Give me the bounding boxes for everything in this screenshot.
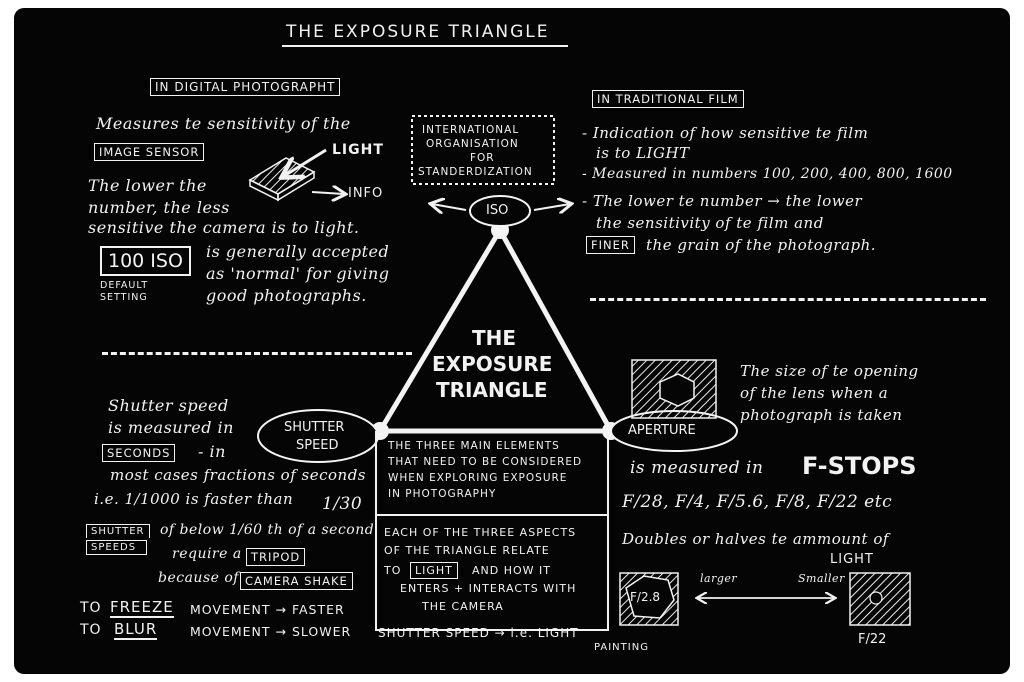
film-heading: IN TRADITIONAL FILM <box>592 90 744 108</box>
center-title-line1: THE <box>472 326 517 350</box>
middle-text-6: OF THE TRIANGLE RELATE <box>384 544 550 557</box>
f22-icon <box>849 572 911 626</box>
middle-text-4: IN PHOTOGRAPHY <box>388 488 497 500</box>
shutter-speed-end: SHUTTER SPEED → i.e. LIGHT <box>378 626 579 640</box>
light-painting: PAINTING <box>594 642 649 653</box>
iso-org-line4: STANDERDIZATION <box>418 166 533 178</box>
shutter-text-5b: 1/30 <box>322 494 363 514</box>
digital-accepted-1: is generally accepted <box>206 242 390 261</box>
default-setting-1: DEFAULT <box>100 280 149 291</box>
aperture-light: LIGHT <box>830 552 874 567</box>
shutter-speeds-box-1: SHUTTER <box>86 524 150 538</box>
shutter-text-1: Shutter speed <box>108 396 229 415</box>
middle-light-box: LIGHT <box>410 562 458 579</box>
iso-org-line1: INTERNATIONAL <box>422 124 520 136</box>
film-bullet3-2: the sensitivity of te film and <box>596 214 824 232</box>
middle-text-7b: AND HOW IT <box>472 564 551 577</box>
middle-text-8: ENTERS + INTERACTS WITH <box>400 582 577 595</box>
shutter-text-5: i.e. 1/1000 is faster than <box>94 490 294 508</box>
film-bullet2: - Measured in numbers 100, 200, 400, 800… <box>582 166 953 182</box>
f28-label: F/2.8 <box>630 590 661 604</box>
smaller-label: Smaller <box>798 572 845 585</box>
freeze-to: TO <box>80 600 102 616</box>
freeze-movement: MOVEMENT → FASTER <box>190 602 345 617</box>
shutter-speeds-box-2: SPEEDS <box>86 540 148 555</box>
iso-org-box <box>411 115 555 185</box>
iso-ellipse <box>469 195 531 227</box>
fstop-values: F/28, F/4, F/5.6, F/8, F/22 etc <box>622 492 893 512</box>
chalkboard: THE EXPOSURE TRIANGLE THE EXPOSURE TRIAN… <box>14 8 1010 674</box>
aperture-hatch-icon <box>631 359 717 419</box>
shutter-ellipse <box>257 409 379 463</box>
middle-text-9: THE CAMERA <box>422 600 504 613</box>
middle-text-3: WHEN EXPLORING EXPOSURE <box>388 472 568 484</box>
light-arrow <box>284 148 327 176</box>
blur-movement: MOVEMENT → SLOWER <box>190 624 352 639</box>
blur-word: BLUR <box>114 620 158 640</box>
middle-info-box <box>375 431 609 631</box>
image-sensor-box: IMAGE SENSOR <box>94 143 205 161</box>
iso-arrow-left <box>432 204 467 210</box>
middle-text-1: THE THREE MAIN ELEMENTS <box>388 440 560 452</box>
camera-shake-box: CAMERA SHAKE <box>240 572 353 590</box>
iso-arrow-right <box>533 204 570 210</box>
center-title-line2: EXPOSURE <box>432 352 553 376</box>
iso-org-line2: ORGANISATION <box>426 138 519 150</box>
middle-text-7a: TO <box>384 564 402 577</box>
iso-org-line3: FOR <box>470 152 495 164</box>
shutter-text-2: is measured in <box>108 418 234 437</box>
shutter-below-2: require a <box>172 546 242 562</box>
aperture-doubles: Doubles or halves te ammount of <box>622 530 889 548</box>
digital-heading: IN DIGITAL PHOTOGRAPHT <box>150 78 341 96</box>
digital-accepted-3: good photographs. <box>206 286 367 305</box>
iso-label: ISO <box>486 203 509 218</box>
f28-icon <box>619 572 679 626</box>
info-arrow <box>311 192 344 194</box>
freeze-word: FREEZE <box>110 598 174 618</box>
aperture-measured: is measured in <box>630 458 764 478</box>
digital-lower-3: sensitive the camera is to light. <box>88 218 360 237</box>
middle-text-5: EACH OF THE THREE ASPECTS <box>384 526 577 539</box>
shutter-text-4: most cases fractions of seconds <box>110 466 366 484</box>
digital-lower-1: The lower the <box>88 176 207 195</box>
aperture-text-1: The size of te opening <box>740 362 919 380</box>
digital-accepted-2: as 'normal' for giving <box>206 264 390 283</box>
aperture-text-3: photograph is taken <box>740 406 903 424</box>
film-bullet1-2: is to LIGHT <box>596 144 690 162</box>
middle-text-2: THAT NEED TO BE CONSIDERED <box>388 456 583 468</box>
film-bullet1-1: - Indication of how sensitive te film <box>582 124 869 142</box>
film-bullet3-1: - The lower te number → the lower <box>582 192 863 210</box>
f22-label: F/22 <box>858 632 887 647</box>
tripod-box: TRIPOD <box>246 548 306 566</box>
shutter-label-line2: SPEED <box>296 438 339 453</box>
seconds-box: SECONDS <box>102 444 176 462</box>
shutter-below-1: of below 1/60 th of a second <box>160 522 375 538</box>
aperture-text-2: of the lens when a <box>740 384 889 402</box>
because-of: because of <box>158 570 239 586</box>
digital-measures: Measures te sensitivity of the <box>96 114 351 133</box>
diagram-svg <box>248 45 911 631</box>
blur-to: TO <box>80 622 102 638</box>
default-iso-box: 100 ISO <box>100 246 191 276</box>
shutter-text-3: - in <box>198 442 226 461</box>
page-title: THE EXPOSURE TRIANGLE <box>286 22 550 42</box>
default-setting-2: SETTING <box>100 292 148 303</box>
center-title-line3: TRIANGLE <box>436 378 548 402</box>
aperture-label: APERTURE <box>628 423 696 438</box>
info-label: INFO <box>348 186 384 201</box>
shutter-label-line1: SHUTTER <box>284 420 345 435</box>
larger-label: larger <box>700 572 738 585</box>
fstops-label: F-STOPS <box>802 452 917 480</box>
finer-box: FINER <box>586 236 635 254</box>
light-label: LIGHT <box>332 142 384 158</box>
film-bullet3-3: the grain of the photograph. <box>646 236 877 254</box>
dashed-separator-right <box>590 298 986 301</box>
digital-lower-2: number, the less <box>88 198 230 217</box>
dashed-separator-left <box>102 352 412 355</box>
